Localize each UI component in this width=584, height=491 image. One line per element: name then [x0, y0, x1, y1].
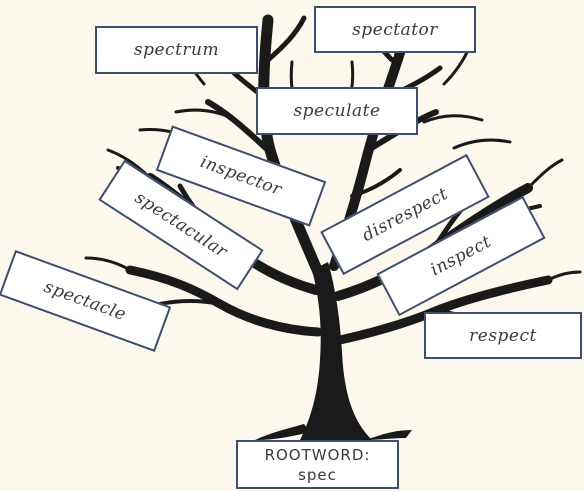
word-card-respect: respect: [424, 312, 582, 359]
root-word-label: ROOTWORD:: [264, 445, 371, 464]
word-card-spectator: spectator: [314, 6, 476, 53]
root-word-box: ROOTWORD: spec: [236, 440, 399, 489]
word-card-speculate: speculate: [256, 87, 418, 135]
word-card-spectrum: spectrum: [95, 26, 258, 74]
root-word-value: spec: [298, 465, 337, 484]
tree-trunk: [255, 262, 412, 440]
